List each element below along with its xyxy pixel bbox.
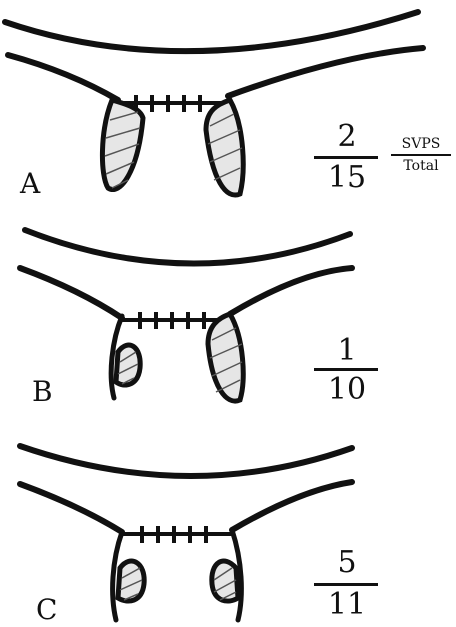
panel-c: C 5 11 [0,420,456,620]
panel-b-drawing [0,210,456,410]
right-flap-long [208,314,243,401]
vessel-inner-wall [20,268,352,318]
fraction-bar [314,583,378,586]
vessel-inner-wall [8,48,423,100]
panel-a-drawing [0,0,456,200]
panel-label: C [36,596,57,624]
total-count: 10 [317,375,377,405]
right-flap-long [206,100,243,195]
anastomosis-suture-line [120,526,234,543]
panel-label: B [32,378,53,406]
panel-a: A 2 15 SVPS Total [0,0,456,200]
svps-count: 2 [317,122,377,152]
vessel-outer-wall [5,12,418,51]
left-flap-small [113,532,145,620]
vessel-outer-wall [20,446,352,476]
panel-b: B 1 10 [0,210,456,410]
key-total-label: Total [391,159,451,173]
vessel-inner-wall [20,482,352,532]
left-flap-long [102,100,143,190]
key-fraction-bar [391,154,451,156]
panel-label: A [20,170,40,198]
left-flap-small [111,316,140,398]
fraction-bar [314,368,378,371]
vessel-outer-wall [25,230,350,264]
fraction-bar [314,156,378,159]
right-flap-small [212,530,242,620]
total-count: 15 [317,163,377,193]
panel-c-drawing [0,420,456,627]
total-count: 11 [317,590,377,620]
svps-count: 5 [317,548,377,578]
key-svps-label: SVPS [391,137,451,151]
svps-count: 1 [317,336,377,366]
